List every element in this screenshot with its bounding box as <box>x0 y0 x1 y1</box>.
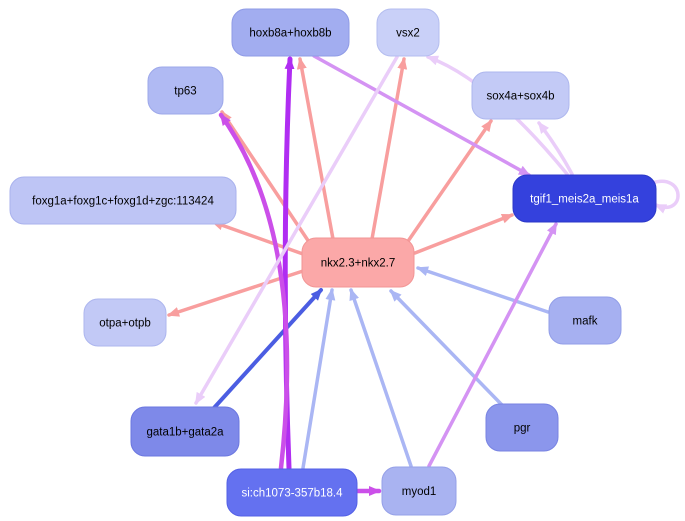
node-hoxb8a[interactable]: hoxb8a+hoxb8b <box>231 8 350 57</box>
edge-nkx2-tgif1 <box>413 213 514 255</box>
node-shape-gata1b[interactable] <box>130 406 240 457</box>
node-shape-sich1073[interactable] <box>226 468 358 517</box>
edge-nkx2-foxg1a <box>211 220 305 256</box>
node-shape-myod1[interactable] <box>381 466 457 516</box>
node-gata1b[interactable]: gata1b+gata2a <box>130 406 240 457</box>
node-label-pgr: pgr <box>514 423 531 435</box>
edge-myod1-nkx2 <box>349 288 413 468</box>
edge-nkx2-hoxb8a <box>296 57 335 241</box>
edge-tgif1-sox4a <box>537 121 574 176</box>
edge-gata1b-nkx2 <box>211 288 323 411</box>
node-label-sich1073: si:ch1073-357b18.4 <box>241 488 343 500</box>
node-shape-foxg1a[interactable] <box>9 176 237 225</box>
edge-sich1073-nkx2 <box>301 288 336 470</box>
node-vsx2[interactable]: vsx2 <box>376 8 440 57</box>
node-myod1[interactable]: myod1 <box>381 466 457 516</box>
node-shape-tp63[interactable] <box>147 66 224 115</box>
node-tgif1[interactable]: tgif1_meis2a_meis1a <box>512 174 657 223</box>
edge-nkx2-vsx2 <box>370 57 408 241</box>
node-foxg1a[interactable]: foxg1a+foxg1c+foxg1d+zgc:113424 <box>9 176 237 225</box>
edge-hoxb8a-tgif1 <box>312 54 531 177</box>
node-mafk[interactable]: mafk <box>548 296 622 345</box>
node-sich1073[interactable]: si:ch1073-357b18.4 <box>226 468 358 517</box>
node-shape-mafk[interactable] <box>548 296 622 345</box>
node-label-myod1: myod1 <box>402 486 437 498</box>
node-label-sox4a: sox4a+sox4b <box>486 91 554 103</box>
node-pgr[interactable]: pgr <box>485 403 559 452</box>
node-nkx2[interactable]: nkx2.3+nkx2.7 <box>301 237 415 288</box>
node-label-foxg1a: foxg1a+foxg1c+foxg1d+zgc:113424 <box>32 196 214 208</box>
node-sox4a[interactable]: sox4a+sox4b <box>471 71 570 120</box>
node-otpa[interactable]: otpa+otpb <box>83 298 167 347</box>
node-label-hoxb8a: hoxb8a+hoxb8b <box>249 28 331 40</box>
node-label-otpa: otpa+otpb <box>99 318 150 330</box>
node-label-nkx2: nkx2.3+nkx2.7 <box>321 258 395 270</box>
node-label-vsx2: vsx2 <box>396 28 420 40</box>
node-label-mafk: mafk <box>573 316 598 328</box>
node-shape-nkx2[interactable] <box>301 237 415 288</box>
node-shape-otpa[interactable] <box>83 298 167 347</box>
node-shape-pgr[interactable] <box>485 403 559 452</box>
node-shape-hoxb8a[interactable] <box>231 8 350 57</box>
edge-pgr-nkx2 <box>389 289 504 407</box>
node-label-gata1b: gata1b+gata2a <box>146 427 224 439</box>
edge-mafk-nkx2 <box>416 266 550 314</box>
node-label-tp63: tp63 <box>174 86 196 98</box>
node-shape-vsx2[interactable] <box>376 8 440 57</box>
node-label-tgif1: tgif1_meis2a_meis1a <box>530 194 639 206</box>
node-shape-tgif1[interactable] <box>512 174 657 223</box>
node-layer: hoxb8a+hoxb8b vsx2 tp63 sox4a+sox4b foxg1a+f… <box>9 8 657 517</box>
node-tp63[interactable]: tp63 <box>147 66 224 115</box>
edge-vsx2-gata1b <box>194 55 399 405</box>
edge-nkx2-sox4a <box>402 119 493 249</box>
edge-tgif1-tgif1 <box>650 179 680 214</box>
node-shape-sox4a[interactable] <box>471 71 570 120</box>
edge-myod1-tgif1 <box>427 222 558 468</box>
edge-nkx2-tp63 <box>220 110 313 247</box>
edge-layer <box>167 54 680 496</box>
